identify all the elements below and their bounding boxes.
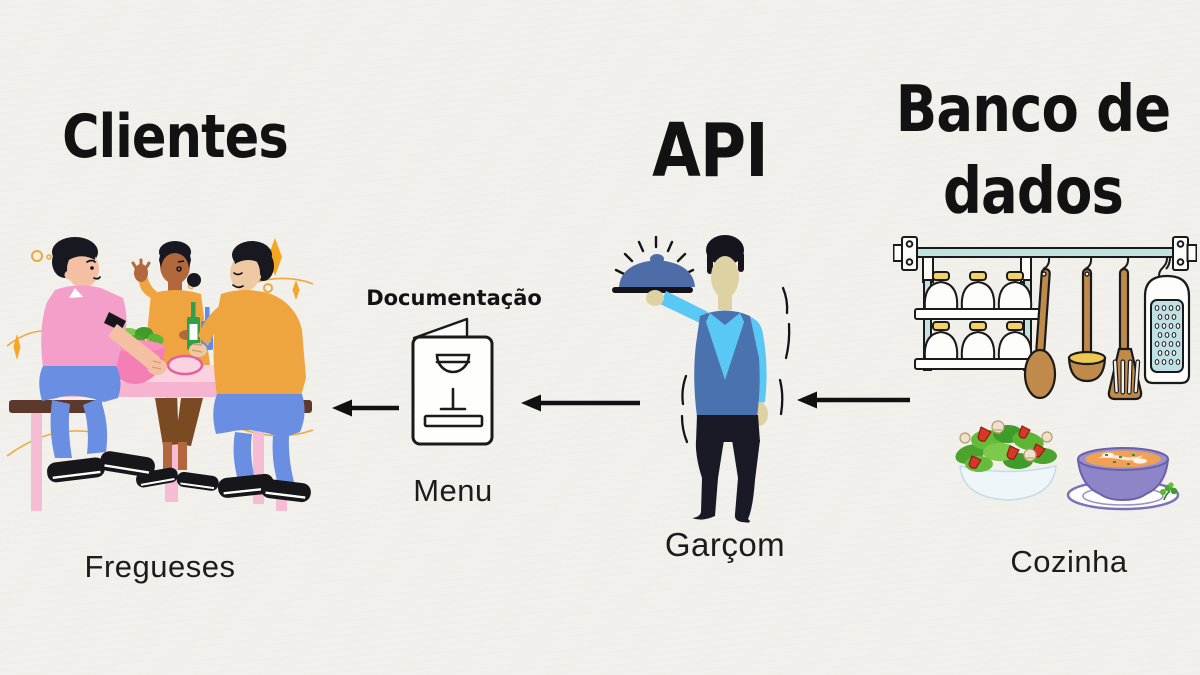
documentation-label: Documentação	[366, 286, 542, 310]
waiter-illustration	[608, 228, 798, 528]
documentation-caption: Menu	[413, 473, 493, 508]
spatula-icon	[1107, 267, 1143, 401]
clients-caption: Fregueses	[84, 549, 236, 584]
wooden-spoon-icon	[1023, 267, 1057, 400]
kitchen-rack-illustration	[893, 232, 1197, 418]
soup-icon	[1066, 447, 1180, 511]
jar-shelf	[914, 256, 1042, 371]
rail	[893, 236, 1197, 271]
menu-card-icon	[406, 315, 496, 450]
motion-dashes	[680, 286, 791, 444]
database-title: Banco de dados	[895, 73, 1171, 229]
api-title: API	[652, 108, 768, 194]
salad-icon	[955, 420, 1057, 501]
salad-and-soup-illustration	[948, 414, 1183, 514]
arrow-left-icon-kitchen-to-waiter	[796, 390, 912, 410]
s-hooks	[1042, 256, 1171, 270]
arrow-left-icon-waiter-to-menu	[520, 393, 642, 413]
waiter-figure	[646, 235, 768, 523]
cloche-icon	[612, 254, 695, 293]
parsley-garnish	[1160, 482, 1178, 501]
wine-glass-icon	[435, 353, 471, 411]
diners-illustration	[5, 228, 315, 528]
ladle-icon	[1067, 267, 1107, 383]
green-bottle-icon	[187, 302, 200, 350]
diner-right	[189, 241, 311, 503]
database-caption: Cozinha	[1010, 544, 1128, 579]
diner-left	[39, 237, 167, 483]
api-caption: Garçom	[664, 526, 786, 563]
grater-icon	[1143, 257, 1191, 385]
diner-middle-legs	[136, 398, 219, 491]
arrow-left-icon-menu-to-clients	[331, 398, 401, 418]
clients-title: Clientes	[62, 102, 289, 172]
plate-icon	[166, 354, 204, 376]
